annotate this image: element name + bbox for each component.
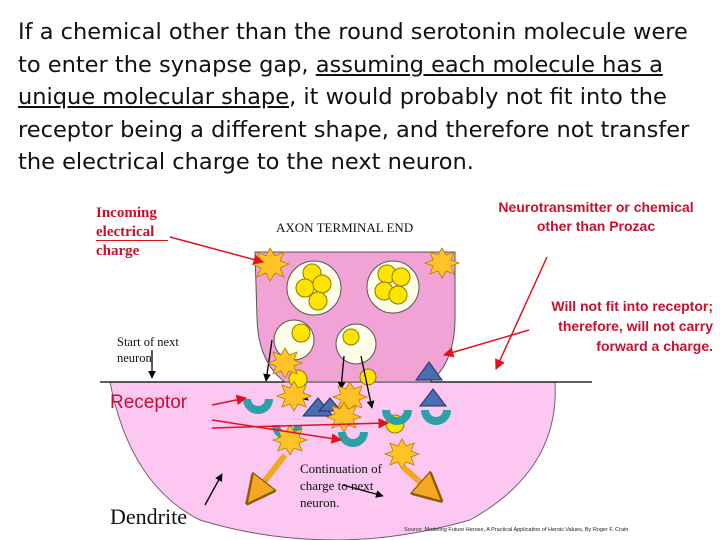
serotonin-molecule: [388, 285, 408, 305]
axon-terminal-label: AXON TERMINAL END: [276, 220, 414, 235]
pointer-arrows: [169, 236, 548, 444]
source-citation: Source: Modeling Future Heroes, A Practi…: [404, 527, 629, 533]
charge-arrows: [250, 453, 438, 500]
incoming-charge-label: Incoming electrical charge: [96, 205, 157, 259]
foreign-molecule-triangle: [418, 388, 448, 407]
vesicle-4: [335, 323, 377, 365]
black-pointer-arrows: [148, 350, 384, 506]
intro-part-1: If a chemical other than the round serot…: [18, 19, 688, 78]
foreign-molecule-triangle: [415, 361, 443, 381]
serotonin-molecule: [308, 291, 328, 311]
serotonin-molecule: [342, 328, 360, 346]
serotonin-molecule: [312, 274, 332, 294]
dendrite-label: Dendrite: [110, 504, 187, 529]
intro-text: If a chemical other than the round serot…: [18, 16, 708, 179]
intro-part-2: , it would probably not fit into the rec…: [18, 84, 690, 175]
spark-bursts: [250, 247, 461, 470]
start-next-neuron-label: Start of next neuron: [117, 335, 179, 365]
intro-underlined-phrase: assuming each molecule has a unique mole…: [18, 51, 663, 111]
vesicle-1: [286, 260, 342, 316]
continuation-label: Continuation of charge to next neuron.: [300, 461, 382, 510]
neurotransmitter-label: Neurotransmitter or chemical other than …: [498, 199, 694, 234]
serotonin-molecule: [391, 267, 411, 287]
serotonin-molecule: [359, 368, 377, 386]
incoming-underline: [96, 240, 168, 242]
vesicle-2: [366, 260, 420, 314]
serotonin-molecule: [291, 323, 311, 343]
will-not-fit-label: Will not fit into receptor; therefore, w…: [551, 298, 713, 354]
receptor-label: Receptor: [110, 392, 188, 413]
